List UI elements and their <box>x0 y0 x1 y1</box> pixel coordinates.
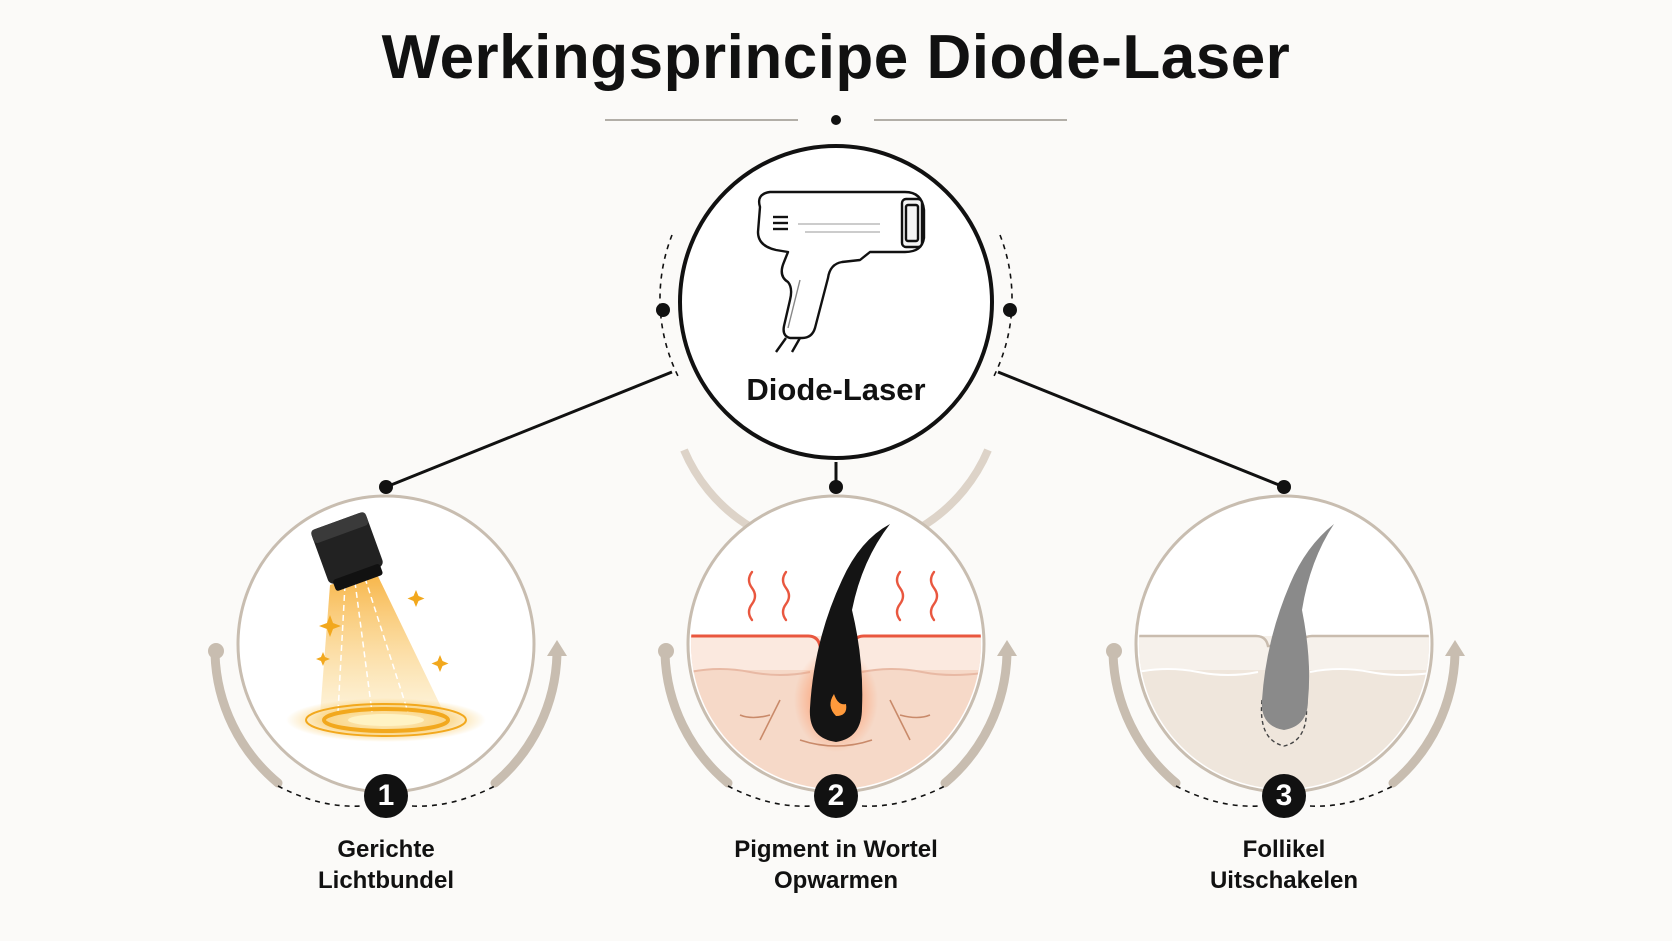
title-divider <box>605 115 1067 125</box>
light-beam-icon <box>286 512 486 742</box>
step-2-number: 2 <box>814 774 858 818</box>
step-2-label-line2: Opwarmen <box>773 867 899 894</box>
step-2-label-line1: Pigment in Wortel <box>734 836 938 863</box>
step-1-number: 1 <box>364 774 408 818</box>
laser-handpiece-icon <box>756 190 926 353</box>
step-2-label: Pigment in Wortel Opwarmen <box>676 834 996 896</box>
step-3-label-line1: Follikel <box>1242 836 1326 863</box>
page-title: Werkingsprincipe Diode-Laser <box>381 23 1291 92</box>
center-label: Diode-Laser <box>746 372 926 407</box>
step-3-label-line2: Uitschakelen <box>1209 867 1359 894</box>
step-1-label: Gerichte Lichtbundel <box>226 834 546 896</box>
step-3-number: 3 <box>1262 774 1306 818</box>
step-3-label: Follikel Uitschakelen <box>1124 834 1444 896</box>
step-1-label-line2: Lichtbundel <box>318 867 454 894</box>
connector-dots <box>379 303 1291 494</box>
step-1-label-line1: Gerichte <box>337 836 435 863</box>
